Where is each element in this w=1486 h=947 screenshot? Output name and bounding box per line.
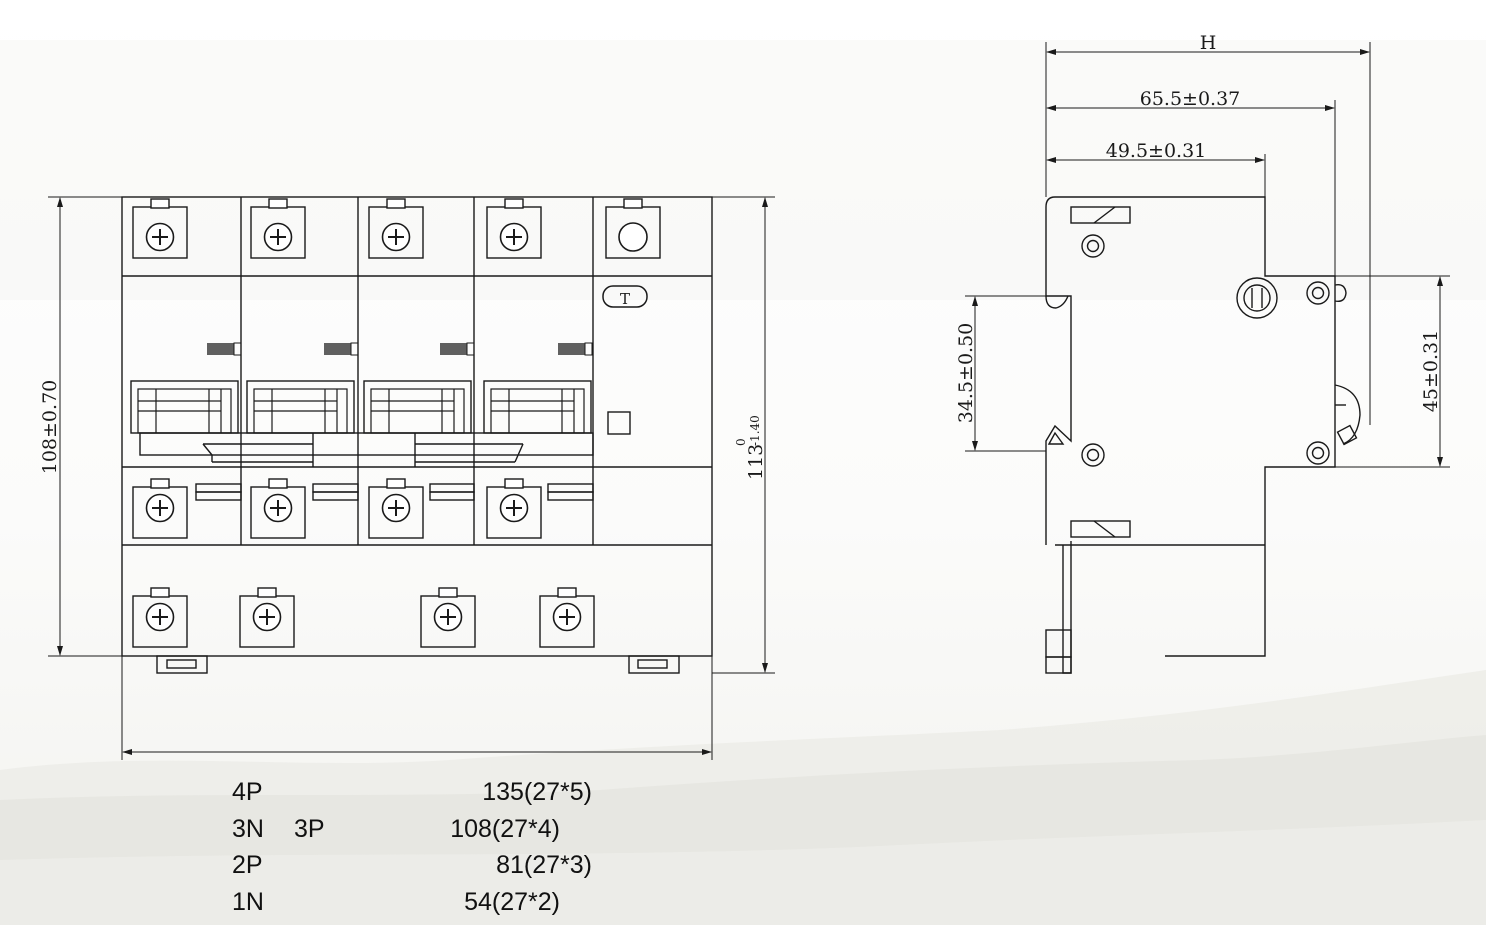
pole-model: 4P — [232, 778, 263, 806]
pole-model: 2P — [232, 851, 263, 879]
width-value: 54(27*2) — [464, 887, 560, 916]
width-table: 4P 135(27*5) 3N 3P 108(27*4) 2P 81(27*3)… — [232, 778, 592, 924]
side-dimensions — [965, 42, 1450, 468]
top-terminal-screw-icon — [250, 198, 306, 259]
width-row-2p: 2P 81(27*3) — [232, 851, 592, 888]
pole-model: 3N — [232, 814, 264, 843]
toggle-handle — [483, 380, 592, 434]
width-value: 108(27*4) — [450, 814, 560, 843]
load-terminal-screw-icon — [250, 478, 306, 539]
side-profile-outline — [1165, 196, 1336, 657]
bottom-terminal-screw-icon — [420, 587, 476, 648]
dim-rail-right-label: 45±0.31 — [1420, 330, 1442, 412]
front-dimensions — [48, 196, 775, 760]
dim-h-label: H — [1200, 32, 1217, 54]
width-value: 81(27*3) — [496, 851, 592, 879]
toggle-handle — [246, 380, 355, 434]
top-terminal-plain-icon — [605, 198, 661, 259]
handle-tie-bar — [139, 432, 594, 467]
dim-total-height-lower-tol: -1.40 — [748, 415, 762, 446]
dim-total-height-label: 113 0 -1.40 — [734, 415, 767, 480]
top-terminal-screw-icon — [132, 198, 188, 259]
dim-overall-depth-label: 65.5±0.37 — [1140, 88, 1241, 110]
dim-front-depth-label: 49.5±0.31 — [1106, 140, 1207, 162]
test-button — [602, 285, 648, 308]
pole-model-alt: 3P — [294, 814, 325, 843]
toggle-handle — [363, 380, 472, 434]
bottom-terminal-screw-icon — [539, 587, 595, 648]
label-slot — [195, 483, 594, 501]
pole-model: 1N — [232, 887, 264, 916]
toggle-handle — [130, 380, 239, 434]
width-value: 135(27*5) — [482, 778, 592, 806]
front-view — [121, 196, 713, 674]
load-terminal-screw-icon — [486, 478, 542, 539]
load-terminal-screw-icon — [368, 478, 424, 539]
bottom-terminal-screw-icon — [132, 587, 188, 648]
side-view — [1045, 196, 1361, 674]
width-row-4p: 4P 135(27*5) — [232, 778, 592, 815]
breaker-body-outline — [121, 196, 713, 657]
width-row-1n: 1N 54(27*2) — [232, 888, 592, 925]
load-terminal-screw-icon — [132, 478, 188, 539]
dim-height-label: 108±0.70 — [39, 380, 61, 475]
top-terminal-screw-icon — [486, 198, 542, 259]
reset-window — [607, 411, 631, 435]
top-terminal-screw-icon — [368, 198, 424, 259]
width-row-3n: 3N 3P 108(27*4) — [232, 815, 592, 852]
din-clip — [156, 655, 680, 674]
dim-total-height-upper-tol: 0 — [734, 438, 748, 446]
dim-total-height-main: 113 — [745, 444, 767, 480]
contact-indicator — [207, 342, 593, 356]
side-terminal-screw-icon — [1236, 277, 1278, 319]
bottom-terminal-screw-icon — [239, 587, 295, 648]
test-button-symbol: T — [620, 290, 630, 308]
dim-rail-left-label: 34.5±0.50 — [955, 323, 977, 424]
